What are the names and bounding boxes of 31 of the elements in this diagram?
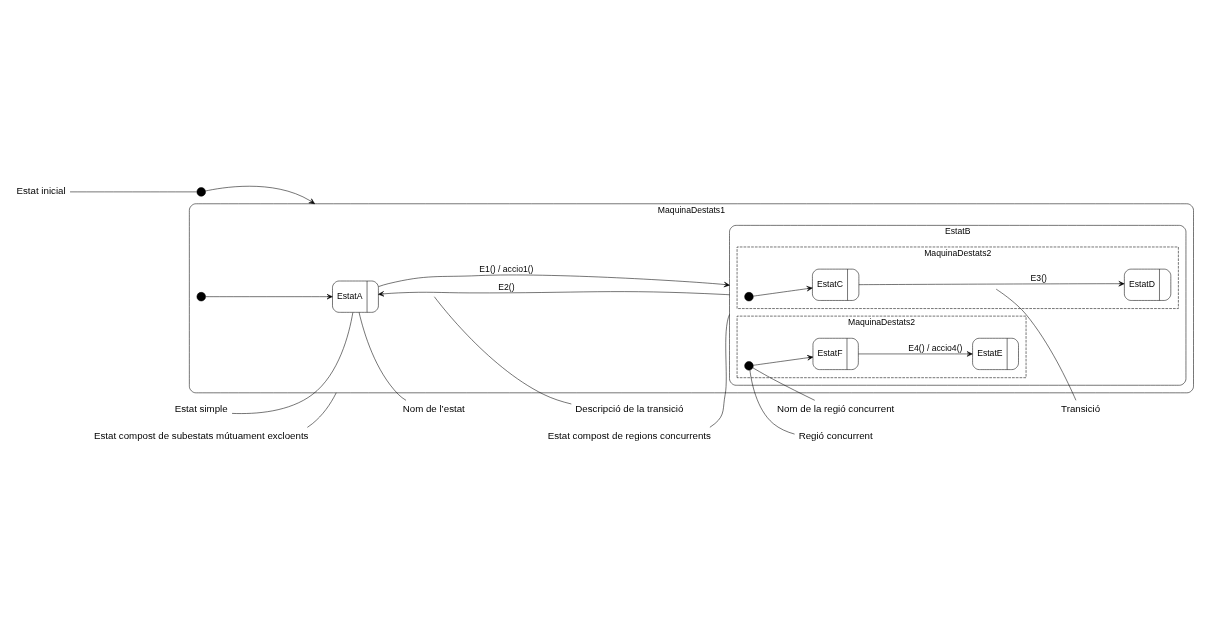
arrow xyxy=(205,185,315,204)
connector xyxy=(995,288,1077,401)
edge-label: E4() / accio4() xyxy=(908,342,963,353)
node-text: Descripció de la transició xyxy=(575,402,684,414)
edge-label: E3() xyxy=(1030,272,1047,283)
arrow xyxy=(753,285,813,296)
node-text: Transició xyxy=(1061,402,1101,414)
node-text: Estat compost de subestats mútuament excloents xyxy=(94,429,309,441)
node-circle xyxy=(196,186,206,196)
edge-label: E1() / accio1() xyxy=(479,263,534,274)
arrow xyxy=(858,280,1125,286)
connector xyxy=(69,191,197,192)
arrow xyxy=(378,290,730,297)
node-text: Nom de la regió concurrent xyxy=(777,402,895,414)
arrow xyxy=(858,350,973,357)
connector xyxy=(358,311,407,401)
node-text: Regió concurrent xyxy=(798,429,873,441)
node-text: Estat inicial xyxy=(16,184,66,196)
connector xyxy=(749,369,795,434)
connector xyxy=(709,313,730,428)
arrow xyxy=(378,274,730,287)
node-circle xyxy=(744,291,754,301)
arrow xyxy=(205,293,333,299)
arrow xyxy=(753,354,814,366)
edge-label: E2() xyxy=(498,281,515,292)
node-text: Nom de l’estat xyxy=(402,402,465,414)
node-text: Estat compost de regions concurrents xyxy=(547,429,711,441)
node-text: Estat simple xyxy=(174,402,228,414)
connector xyxy=(752,367,816,401)
node-circle xyxy=(744,360,754,370)
node-circle xyxy=(196,291,206,301)
